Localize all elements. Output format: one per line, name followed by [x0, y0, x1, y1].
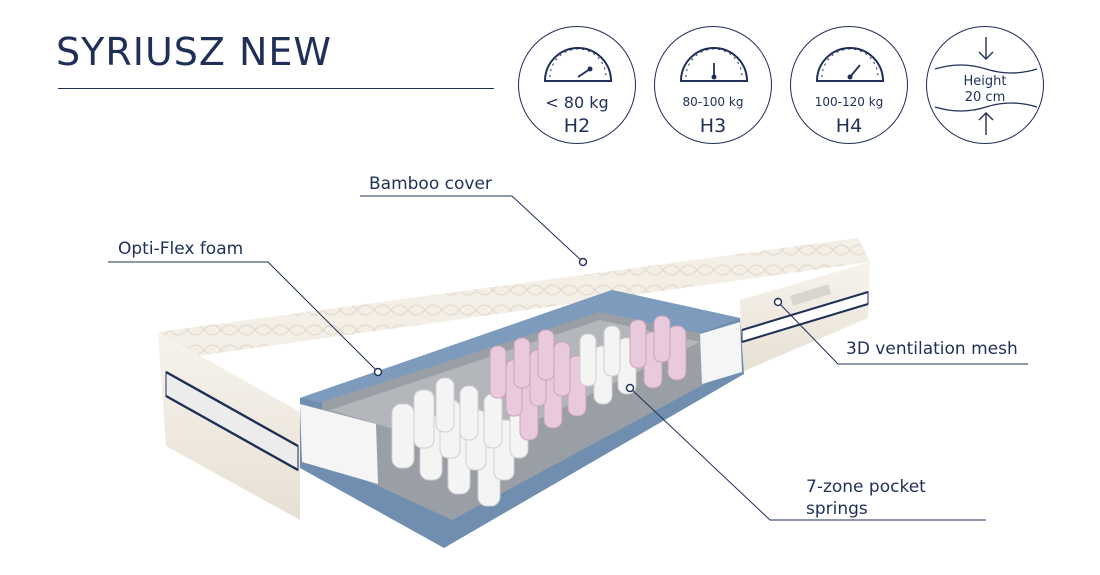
gauge-icon [543, 47, 613, 82]
callout-ventilation-mesh: 3D ventilation mesh [846, 339, 1018, 359]
gauge-icon [815, 47, 885, 82]
firmness-level: H4 [835, 115, 863, 137]
mattress-right-end [740, 262, 870, 372]
firmness-badge-h3: 80-100 kg H3 [654, 26, 772, 144]
height-value: 20 cm [964, 90, 1006, 105]
weight-label: 100-120 kg [814, 95, 884, 109]
title-underline [58, 88, 494, 89]
height-arrows-icon [934, 37, 1038, 135]
firmness-level: H3 [699, 115, 727, 137]
weight-label: 80-100 kg [682, 95, 744, 109]
product-title: SYRIUSZ NEW [56, 30, 332, 74]
callout-bamboo-cover: Bamboo cover [369, 174, 492, 194]
callout-pocket-springs: 7-zone pocket springs [806, 476, 926, 520]
gauge-icon [679, 47, 749, 82]
callout-dot-bamboo [578, 257, 588, 267]
callout-dot-optiflex [373, 367, 383, 377]
height-label: Height 20 cm [927, 74, 1043, 106]
firmness-badge-h4: 100-120 kg H4 [790, 26, 908, 144]
weight-label: < 80 kg [545, 93, 609, 112]
callout-lines [108, 195, 1028, 521]
callout-springs-line1: 7-zone pocket [806, 477, 926, 497]
height-badge: Height 20 cm [926, 26, 1044, 144]
firmness-level: H2 [563, 115, 591, 137]
pocket-springs [391, 315, 687, 507]
callout-optiflex-foam: Opti-Flex foam [118, 239, 244, 259]
callout-dot-mesh [773, 297, 783, 307]
mattress-left-end [158, 332, 300, 520]
callout-springs-line2: springs [806, 499, 868, 519]
firmness-badge-h2: < 80 kg H2 [518, 26, 636, 144]
height-title: Height [963, 74, 1007, 89]
callout-dot-springs [625, 383, 635, 393]
